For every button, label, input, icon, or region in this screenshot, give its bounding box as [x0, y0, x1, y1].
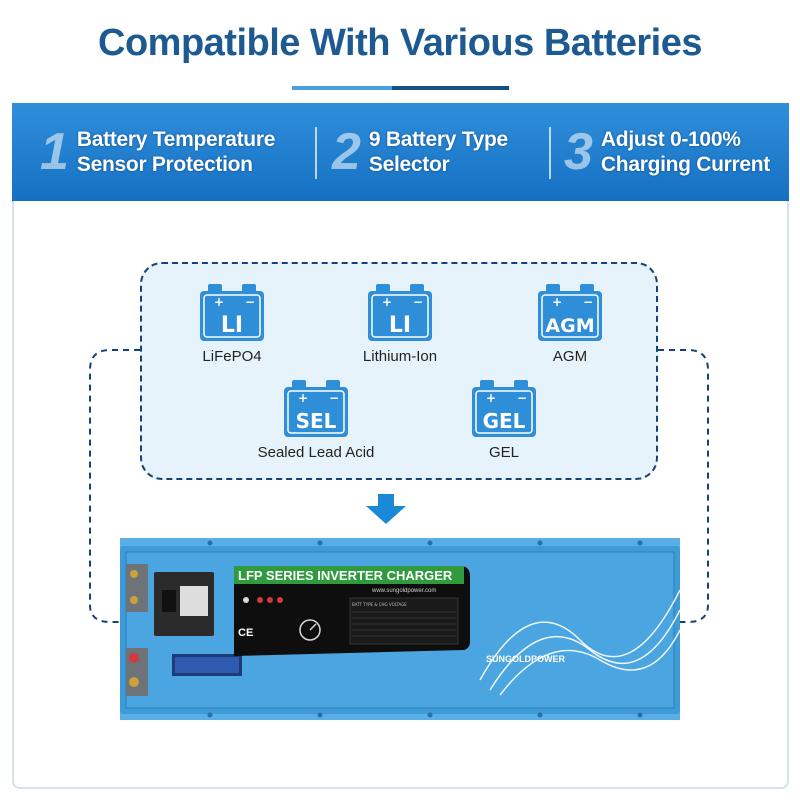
battery-label: GEL: [488, 444, 519, 461]
feature-line: Selector: [368, 153, 450, 176]
battery-gel: + − GEL GEL: [434, 378, 574, 461]
inverter-device: LFP SERIES INVERTER CHARGER www.sungoldp…: [120, 538, 680, 720]
battery-type-table-title: BATT TYPE & CHG VOLTAGE: [352, 602, 407, 607]
feature-3: 3 Adjust 0-100% Charging Current: [564, 103, 770, 201]
svg-text:−: −: [245, 295, 255, 309]
battery-sealed-lead-acid: + − SEL Sealed Lead Acid: [246, 378, 386, 461]
svg-text:−: −: [329, 391, 339, 405]
feature-banner: 1 Battery Temperature Sensor Protection …: [12, 103, 789, 201]
title-underline-dark: [392, 86, 509, 90]
battery-label: Sealed Lead Acid: [257, 444, 375, 461]
feature-number: 1: [40, 123, 69, 181]
svg-text:+: +: [552, 295, 562, 309]
battery-icon: + − SEL: [284, 380, 348, 437]
feature-line: Sensor Protection: [76, 153, 253, 176]
feature-text: 9 Battery Type Selector: [369, 127, 508, 177]
battery-label: AGM: [552, 348, 588, 365]
battery-types-panel: + − LI LiFePO4 + − LI Lithium-Ion + − AG…: [140, 262, 658, 480]
svg-text:−: −: [583, 295, 593, 309]
battery-agm: + − AGM AGM: [500, 282, 640, 365]
battery-code: GEL: [483, 409, 526, 433]
feature-text: Adjust 0-100% Charging Current: [601, 127, 770, 177]
svg-text:−: −: [517, 391, 527, 405]
brand-logo: SUNGOLDPOWER: [486, 654, 566, 664]
feature-line: Adjust 0-100%: [600, 128, 741, 151]
feature-text: Battery Temperature Sensor Protection: [77, 127, 275, 177]
battery-lithium-ion: + − LI Lithium-Ion: [330, 282, 470, 365]
content-frame: [12, 201, 789, 789]
feature-number: 2: [332, 123, 361, 181]
battery-icon: + − AGM: [538, 284, 602, 341]
feature-2: 2 9 Battery Type Selector: [332, 103, 508, 201]
battery-code: LI: [389, 313, 411, 338]
feature-number: 3: [564, 123, 593, 181]
inverter-website: www.sungoldpower.com: [371, 588, 436, 594]
feature-1: 1 Battery Temperature Sensor Protection: [40, 103, 275, 201]
battery-code: AGM: [545, 315, 594, 337]
feature-line: 9 Battery Type: [368, 128, 508, 151]
arrow-down-icon: [366, 494, 406, 524]
inverter-series-label: LFP SERIES INVERTER CHARGER: [238, 568, 453, 583]
feature-divider: [315, 127, 317, 179]
battery-code: LI: [221, 313, 243, 338]
feature-divider: [549, 127, 551, 179]
battery-label: LiFePO4: [202, 348, 262, 365]
page-title: Compatible With Various Batteries: [98, 22, 702, 64]
battery-code: SEL: [296, 409, 337, 433]
battery-icon: + − GEL: [472, 380, 536, 437]
battery-icon: + − LI: [368, 284, 432, 341]
title-underline-light: [292, 86, 392, 90]
svg-text:−: −: [413, 295, 423, 309]
svg-text:+: +: [298, 391, 308, 405]
svg-text:+: +: [382, 295, 392, 309]
battery-lifepo4: + − LI LiFePO4: [162, 282, 302, 365]
ce-mark: CE: [238, 627, 253, 639]
feature-line: Charging Current: [600, 153, 770, 176]
battery-icon: + − LI: [200, 284, 264, 341]
svg-text:+: +: [214, 295, 224, 309]
feature-line: Battery Temperature: [76, 128, 276, 151]
battery-label: Lithium-Ion: [362, 348, 438, 365]
svg-text:+: +: [486, 391, 496, 405]
